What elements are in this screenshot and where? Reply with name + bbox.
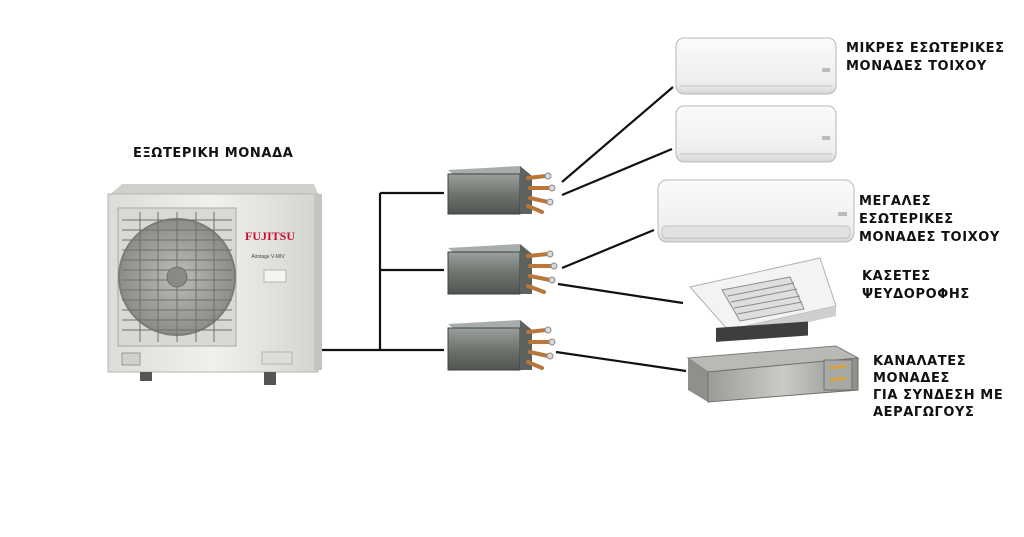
label-line: ΜΙΚΡΕΣ ΕΣΩΤΕΡΙΚΕΣ bbox=[846, 40, 1005, 57]
label-line: ΚΑΝΑΛΑΤΕΣ bbox=[873, 353, 966, 370]
label-line: ΑΕΡΑΓΩΓΟΥΣ bbox=[873, 404, 975, 421]
branch-box-2 bbox=[448, 244, 557, 294]
label-line: ΜΟΝΑΔΕΣ ΤΟΙΧΟΥ bbox=[846, 58, 987, 75]
branch-box-1 bbox=[448, 166, 555, 214]
label-line: ΨΕΥΔΟΡΟΦΗΣ bbox=[862, 286, 970, 303]
label-line: ΜΕΓΑΛΕΣ bbox=[859, 193, 931, 210]
outdoor-unit: FUJITSU Airstage V-MIV bbox=[108, 184, 322, 385]
large-wall-unit bbox=[658, 180, 854, 242]
label-line: ΓΙΑ ΣΥΝΔΕΣΗ ΜΕ bbox=[873, 387, 1003, 404]
service-panel bbox=[264, 270, 286, 282]
outdoor-unit-label: ΕΞΩΤΕΡΙΚΗ ΜΟΝΑΔΑ bbox=[133, 145, 293, 162]
branch-box-3 bbox=[448, 320, 555, 370]
label-line: ΜΟΝΑΔΕΣ bbox=[873, 370, 950, 387]
small-wall-unit-1 bbox=[676, 38, 836, 94]
duct-unit bbox=[688, 321, 858, 402]
brand-logo: FUJITSU bbox=[245, 229, 295, 243]
brand-badge: Airstage V-MIV bbox=[251, 254, 285, 260]
label-line: ΜΟΝΑΔΕΣ ΤΟΙΧΟΥ bbox=[859, 229, 1000, 246]
small-wall-unit-2 bbox=[676, 106, 836, 162]
label-line: ΚΑΣΕΤΕΣ bbox=[862, 268, 931, 285]
label-line: ΕΣΩΤΕΡΙΚΕΣ bbox=[859, 211, 954, 228]
